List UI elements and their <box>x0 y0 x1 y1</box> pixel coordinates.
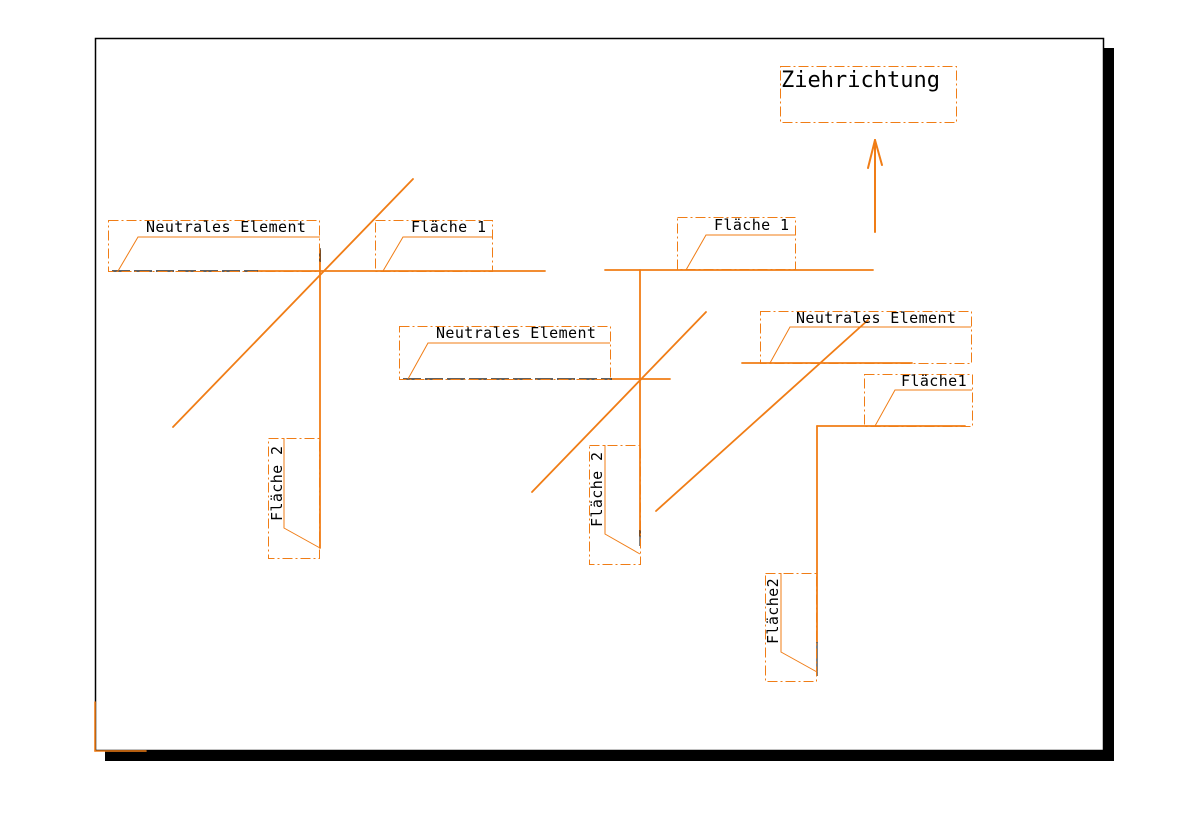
a3-neutral-label-frame <box>760 311 972 364</box>
a2-neutral-label: Neutrales Element <box>436 324 596 342</box>
drawing-sheet-border <box>94 37 1105 752</box>
a3-face2-leader <box>780 573 818 673</box>
origin-axis-icon <box>94 701 147 752</box>
a3-diagonal-line <box>655 319 869 512</box>
a2-neutral-label-frame <box>399 326 611 380</box>
a2-diagonal-line <box>531 311 707 493</box>
a2-face2-leader <box>604 445 641 555</box>
a1-face1-label: Fläche 1 <box>411 218 486 236</box>
pull-direction-arrow <box>867 139 883 233</box>
a3-neutral-label: Neutrales Element <box>796 309 956 327</box>
a2-face2-label-frame <box>589 445 641 565</box>
a2-face1-leader <box>685 234 795 271</box>
a1-face2-leader <box>283 438 321 549</box>
a1-diagonal-line <box>172 178 414 428</box>
assembly-2-geometry <box>531 269 874 537</box>
a3-face1-label: Fläche1 <box>901 372 967 390</box>
pull-direction-label: Ziehrichtung <box>781 68 940 93</box>
a3-neutral-leader <box>769 326 971 364</box>
a1-neutral-label-frame <box>108 220 320 272</box>
a2-face1-label: Fläche 1 <box>714 216 789 234</box>
a1-neutral-leader <box>117 236 320 272</box>
a1-face1-label-frame <box>375 220 493 272</box>
a2-neutral-leader <box>407 342 610 380</box>
a1-face2-label-frame <box>268 438 320 559</box>
a2-face1-label-frame <box>677 217 796 270</box>
a1-neutral-label: Neutrales Element <box>146 218 306 236</box>
a3-face2-label: Fläche2 <box>764 578 782 644</box>
a1-face2-label: Fläche 2 <box>268 446 286 521</box>
a1-face1-leader <box>382 236 492 272</box>
a3-face1-label-frame <box>864 374 973 427</box>
a3-face2-label-frame <box>765 573 817 682</box>
drawing-sheet <box>95 38 1104 751</box>
a3-face1-leader <box>874 389 972 427</box>
a2-face2-label: Fläche 2 <box>588 452 606 527</box>
pull-direction-label-frame <box>780 66 957 123</box>
